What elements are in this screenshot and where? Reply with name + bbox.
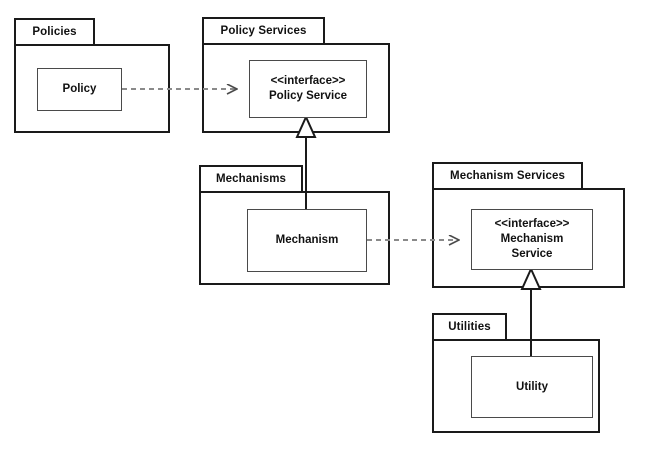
connector-hit-mechanism-realizes-policy-service[interactable] (300, 117, 313, 210)
package-label-mechanism-services: Mechanism Services (450, 170, 565, 182)
interface-node-mechanism-service[interactable]: <<interface>> Mechanism Service (471, 209, 593, 270)
interface-node-mechanism-service-stereotype: <<interface>> (494, 218, 570, 230)
connector-hit-utility-realizes-mechanism-service[interactable] (525, 269, 538, 357)
class-node-policy[interactable]: Policy (37, 68, 122, 111)
interface-node-policy-service-name: Policy Service (269, 90, 347, 102)
interface-node-mechanism-service-name-line2: Service (511, 248, 553, 260)
package-tab-policy-services[interactable]: Policy Services (202, 17, 325, 45)
package-label-mechanisms: Mechanisms (215, 173, 287, 185)
package-label-policy-services: Policy Services (220, 25, 307, 37)
package-tab-policies[interactable]: Policies (14, 18, 95, 46)
package-tab-utilities[interactable]: Utilities (432, 313, 507, 341)
interface-node-mechanism-service-name-line1: Mechanism (500, 233, 564, 245)
interface-node-policy-service[interactable]: <<interface>> Policy Service (249, 60, 367, 118)
class-node-utility[interactable]: Utility (471, 356, 593, 418)
connector-hit-policy-uses-policy-service[interactable] (122, 83, 242, 95)
package-tab-mechanisms[interactable]: Mechanisms (199, 165, 303, 193)
package-tab-mechanism-services[interactable]: Mechanism Services (432, 162, 583, 190)
connector-hit-mechanism-uses-mechanism-service[interactable] (367, 234, 464, 246)
package-label-utilities: Utilities (448, 321, 491, 333)
class-node-mechanism-name: Mechanism (275, 234, 339, 246)
class-node-policy-name: Policy (62, 83, 97, 95)
interface-node-policy-service-stereotype: <<interface>> (270, 75, 346, 87)
package-label-policies: Policies (32, 26, 77, 38)
class-node-mechanism[interactable]: Mechanism (247, 209, 367, 272)
class-node-utility-name: Utility (516, 380, 548, 393)
